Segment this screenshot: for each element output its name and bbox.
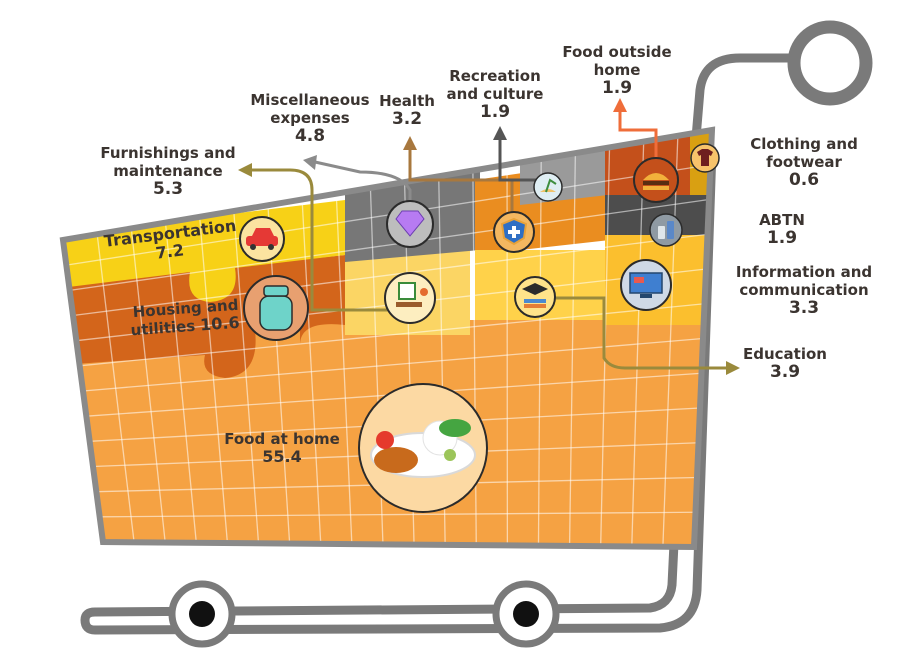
label-food-home: Food at home 55.4 <box>218 430 346 466</box>
label-furnishings-name1: Furnishings and <box>100 144 236 162</box>
bottles-icon <box>649 213 683 247</box>
health-shield-icon <box>493 211 535 253</box>
label-food-home-value: 55.4 <box>262 447 302 466</box>
label-health: Health 3.2 <box>372 92 442 128</box>
label-health-value: 3.2 <box>391 109 423 129</box>
label-recreation-value: 1.9 <box>479 102 511 122</box>
label-education-value: 3.9 <box>769 362 801 382</box>
arrow-furnishings <box>250 168 410 312</box>
arrowhead-recreation <box>493 126 507 140</box>
leader-arrows <box>250 110 728 370</box>
meal-plate-icon <box>358 383 488 513</box>
grid-horizontal-line <box>82 337 704 392</box>
beach-icon <box>533 172 563 202</box>
label-food-outside-value: 1.9 <box>601 78 633 98</box>
label-furnishings: Furnishings and maintenance 5.3 <box>88 144 248 198</box>
label-housing-value: 10.6 <box>199 312 241 335</box>
label-food-outside-name2: home <box>593 61 641 79</box>
label-furnishings-value: 5.3 <box>152 179 184 199</box>
arrowhead-furnishings <box>238 163 252 177</box>
label-misc: Miscellaneous expenses 4.8 <box>240 91 380 145</box>
label-misc-value: 4.8 <box>294 126 326 146</box>
shirt-icon <box>690 143 720 173</box>
grid-horizontal-line <box>99 511 696 518</box>
label-health-name: Health <box>379 92 435 110</box>
gas-cylinder-icon <box>243 275 309 341</box>
basket-outline <box>59 126 716 551</box>
arrow-misc <box>314 160 412 205</box>
arrowhead-food-outside <box>613 98 627 112</box>
furniture-icon <box>384 272 436 324</box>
label-info-name2: communication <box>739 281 869 299</box>
cart-handle-ring <box>787 20 873 106</box>
cart-wheel-right <box>492 580 560 648</box>
label-abtn: ABTN 1.9 <box>752 211 812 247</box>
label-recreation-name2: and culture <box>446 85 544 103</box>
grid-horizontal-line <box>79 303 705 367</box>
arrow-recreation <box>498 138 548 182</box>
label-misc-name2: expenses <box>270 109 350 127</box>
car-icon <box>239 216 285 262</box>
arrow-health <box>408 148 514 228</box>
arrow-heads <box>238 98 740 375</box>
grid-horizontal-line <box>69 198 710 291</box>
label-clothing-name1: Clothing and <box>750 135 858 153</box>
fast-food-icon <box>633 157 679 203</box>
label-info-value: 3.3 <box>788 298 820 318</box>
label-furnishings-name2: maintenance <box>113 162 223 180</box>
label-education-name: Education <box>743 345 827 363</box>
label-food-outside-name1: Food outside <box>562 43 672 61</box>
arrow-education <box>548 296 728 370</box>
label-food-home-name: Food at home <box>224 430 340 448</box>
grid-horizontal-line <box>72 233 708 317</box>
label-recreation-name1: Recreation <box>449 67 541 85</box>
label-misc-name1: Miscellaneous <box>250 91 370 109</box>
arrowhead-education <box>726 361 740 375</box>
monitor-icon <box>620 259 672 311</box>
cart-wheel-left <box>168 580 236 648</box>
cart-handle <box>80 53 800 635</box>
label-clothing: Clothing and footwear 0.6 <box>740 135 868 189</box>
arrowhead-misc <box>303 155 317 170</box>
label-info: Information and communication 3.3 <box>730 263 878 317</box>
label-education: Education 3.9 <box>736 345 834 381</box>
label-clothing-value: 0.6 <box>788 170 820 190</box>
diamond-icon <box>386 200 434 248</box>
label-clothing-name2: footwear <box>766 153 842 171</box>
graduation-books-icon <box>514 276 556 318</box>
label-food-outside: Food outside home 1.9 <box>557 43 677 97</box>
label-abtn-name: ABTN <box>759 211 805 229</box>
arrowhead-health <box>403 136 417 150</box>
label-recreation: Recreation and culture 1.9 <box>440 67 550 121</box>
label-info-name1: Information and <box>735 263 873 281</box>
arrow-food-outside <box>618 110 658 165</box>
label-abtn-value: 1.9 <box>766 228 798 248</box>
